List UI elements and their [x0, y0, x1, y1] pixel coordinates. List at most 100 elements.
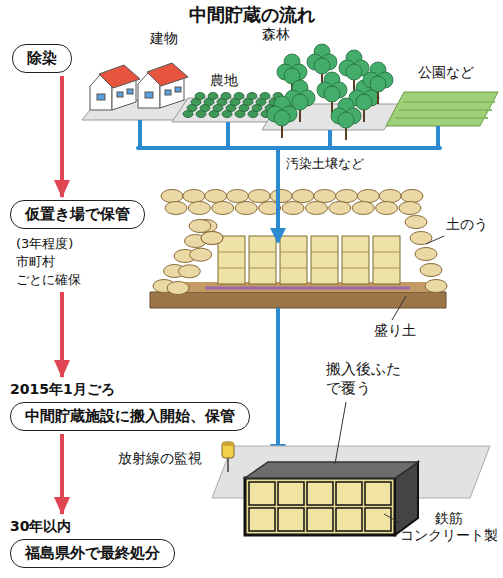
sandbag: [399, 202, 421, 215]
house-icon: [90, 65, 140, 110]
sandbag: [188, 202, 210, 215]
park-stripes: [399, 109, 492, 111]
barrel: [311, 268, 338, 269]
flow-line: [138, 120, 142, 148]
flow-line: [138, 146, 440, 150]
sandbag: [205, 190, 227, 203]
diagram-title: 中間貯蔵の流れ: [0, 3, 503, 27]
storage-facility: [245, 462, 418, 478]
house-icon: [117, 92, 123, 97]
flow-step: 30年以内福島県外で最終処分: [10, 517, 175, 568]
sandbag: [314, 190, 336, 203]
storage-facility: [245, 478, 395, 535]
barrel: [249, 268, 276, 269]
sandbag: [201, 232, 223, 245]
barrel: [373, 236, 400, 284]
storage-block: [278, 508, 304, 531]
step-timing: 30年以内: [10, 517, 71, 535]
forest-trees: [370, 76, 386, 92]
step-box: 仮置き場で保管: [10, 200, 145, 229]
radiation-monitor: [222, 442, 234, 472]
leader-line: [392, 296, 406, 320]
step-box: 除染: [12, 44, 72, 73]
flow-arrow: [60, 292, 64, 377]
sandbag: [270, 190, 292, 203]
house-icon: [175, 87, 181, 92]
sandbag: [352, 202, 374, 215]
flow-line: [436, 126, 440, 148]
sandbag: [376, 202, 398, 215]
storage-block: [365, 508, 391, 531]
part-label: 鉄筋 コンクリート製: [400, 510, 497, 544]
sandbag: [420, 264, 442, 277]
forest-trees: [274, 110, 290, 126]
crop-field: [260, 93, 270, 100]
sandbag: [248, 190, 270, 203]
step-box: 福島県外で最終処分: [10, 539, 175, 568]
storage-block: [249, 508, 275, 531]
storage-block: [307, 508, 333, 531]
sandbag: [282, 202, 304, 215]
sandbag: [305, 202, 327, 215]
sandbag: [292, 190, 314, 203]
storage-block: [249, 482, 391, 531]
sandbag: [178, 265, 200, 278]
sandbag: [425, 280, 447, 293]
forest-trees: [346, 64, 362, 80]
park-stripes: [395, 102, 495, 118]
step-note: (3年程度) 市町村 ごとに確保: [16, 235, 89, 289]
barrel: [249, 252, 276, 253]
forest-trees: [324, 86, 340, 102]
flow-step: 仮置き場で保管 (3年程度) 市町村 ごとに確保: [10, 200, 145, 289]
storage-block: [249, 482, 275, 505]
barrel: [373, 252, 400, 253]
barrel: [218, 268, 245, 269]
step-timing: 2015年1月ごろ: [10, 380, 115, 398]
sandbag: [405, 216, 427, 229]
barrel: [249, 236, 276, 284]
part-label: 農地: [210, 72, 238, 90]
forest-trees: [356, 94, 372, 110]
barrel: [311, 236, 338, 284]
radiation-monitor: [222, 442, 234, 446]
crop-field: [247, 93, 257, 100]
part-label: 盛り土: [374, 322, 416, 340]
barrel: [280, 268, 307, 269]
storage-block: [365, 482, 391, 505]
house-icon: [147, 63, 188, 86]
sandbag: [379, 190, 401, 203]
forest-trees: [314, 58, 330, 74]
barrel: [342, 252, 369, 253]
flow-line: [328, 130, 332, 148]
crop-field: [195, 93, 205, 100]
flow-line: [138, 120, 440, 148]
sandbag: [401, 190, 423, 203]
forest-trees: [267, 44, 393, 140]
house-icon: [97, 94, 105, 100]
sandbag: [212, 202, 234, 215]
flow-arrow: [276, 148, 280, 242]
storage-block: [336, 482, 362, 505]
part-label: 森林: [262, 26, 290, 44]
barrel: [373, 268, 400, 269]
barrel: [342, 236, 369, 284]
barrel: [280, 252, 307, 253]
sandbag: [189, 220, 211, 233]
sandbag: [165, 202, 187, 215]
radiation-monitor: [227, 458, 229, 472]
barrel: [280, 236, 307, 284]
crop-field: [208, 93, 218, 100]
storage-block: [336, 508, 362, 531]
leader-line: [426, 236, 444, 244]
flow-step: 除染: [12, 44, 72, 73]
sandbag: [226, 190, 248, 203]
forest-trees: [338, 112, 354, 128]
sandbag: [415, 248, 437, 261]
part-label: 搬入後ふたで覆う: [326, 360, 406, 398]
part-label: 汚染土壌など: [286, 156, 364, 172]
sandbag: [235, 202, 257, 215]
barrel: [342, 268, 369, 269]
sandbag: [357, 190, 379, 203]
sandbag: [201, 232, 223, 245]
